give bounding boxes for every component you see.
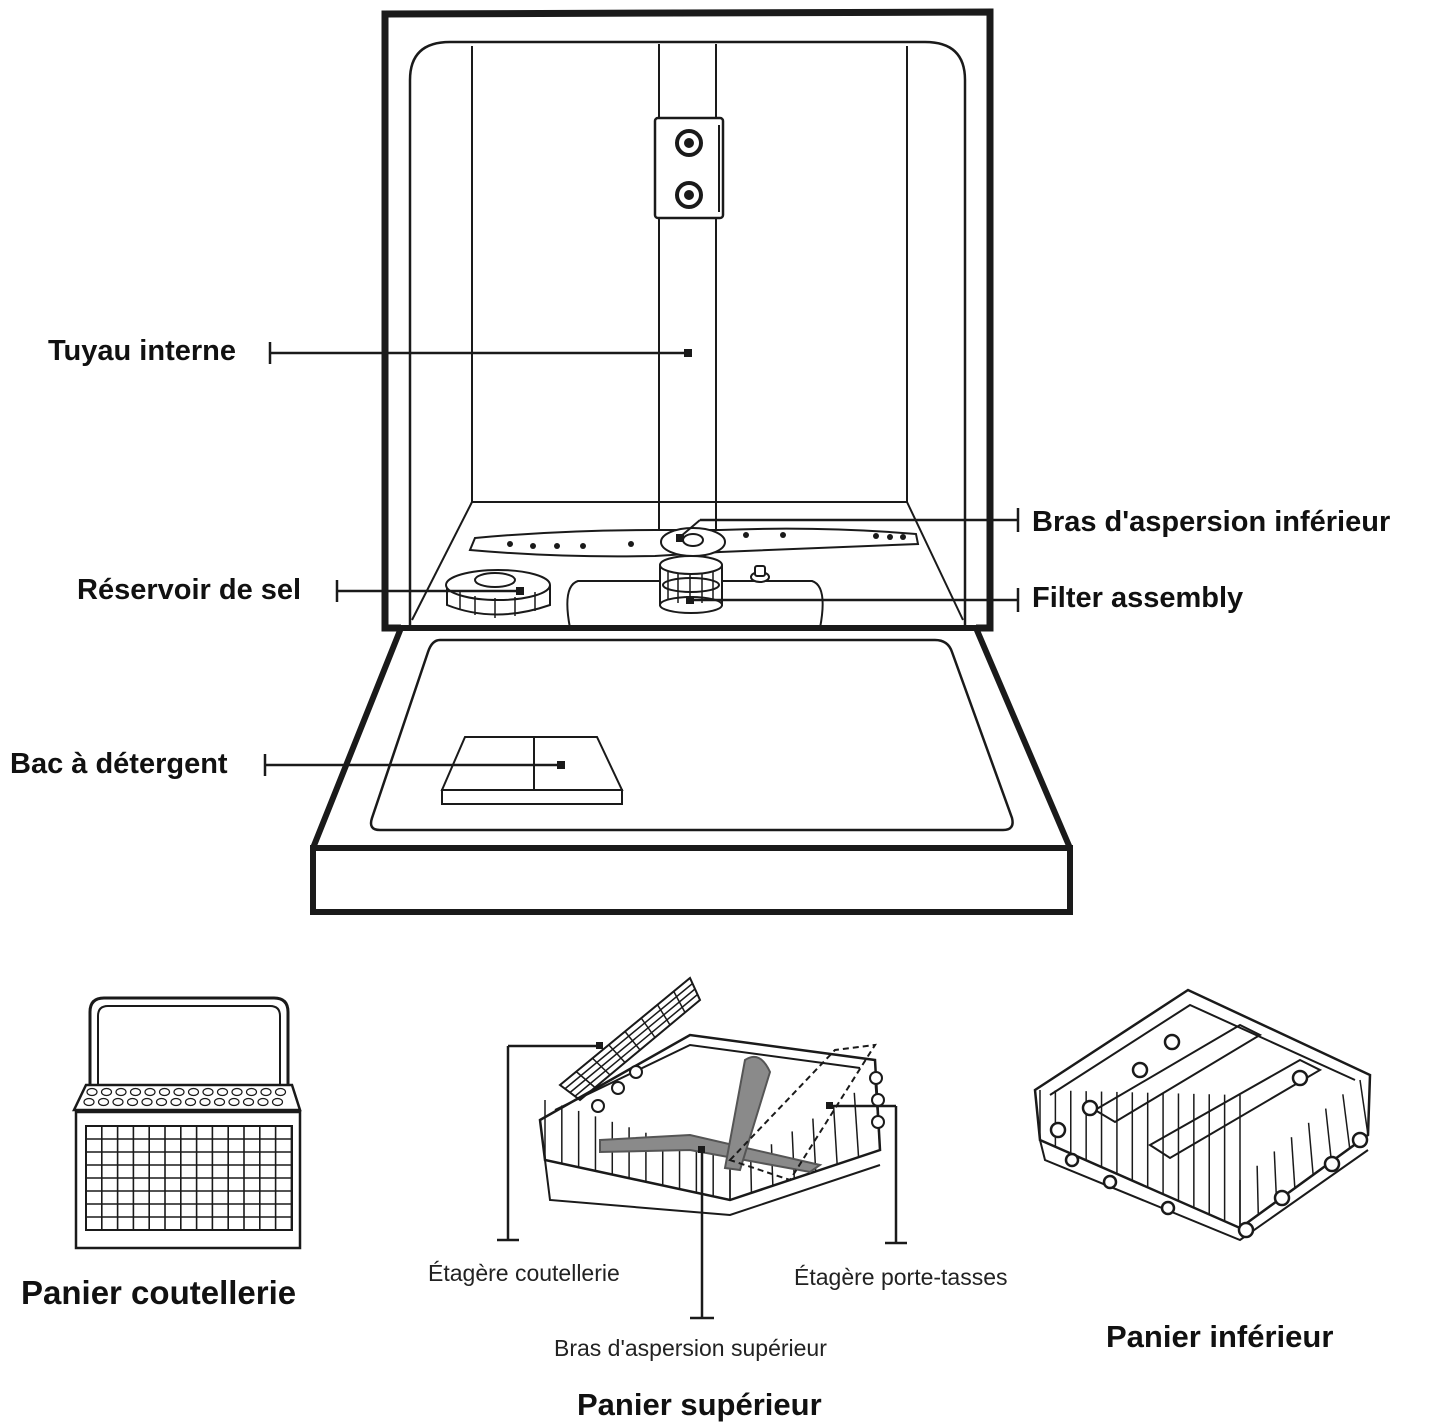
lower-basket xyxy=(1033,988,1372,1242)
wire xyxy=(853,1092,860,1158)
label-bac-a-detergent: Bac à détergent xyxy=(10,748,228,780)
wire xyxy=(574,993,698,1097)
hole xyxy=(257,1097,269,1107)
dishwasher-cabinet xyxy=(381,8,994,632)
wire xyxy=(832,1105,838,1165)
label-etagere-porte-tasses: Étagère porte-tasses xyxy=(794,1264,1008,1290)
hole xyxy=(231,1087,243,1097)
hole xyxy=(158,1087,171,1097)
hole xyxy=(155,1097,168,1107)
wire xyxy=(559,977,691,1086)
internal-pipe xyxy=(653,44,725,530)
hole xyxy=(228,1097,240,1107)
upper-basket-leaders xyxy=(497,1042,907,1320)
label-bras-aspersion-inferieur: Bras d'aspersion inférieur xyxy=(1032,506,1391,538)
hole xyxy=(144,1087,156,1097)
hole xyxy=(112,1097,124,1107)
title-panier-inferieur: Panier inférieur xyxy=(1106,1319,1334,1354)
cutlery-basket xyxy=(72,996,302,1250)
hole xyxy=(216,1087,229,1097)
title-panier-coutellerie: Panier coutellerie xyxy=(21,1274,297,1311)
wire xyxy=(1290,1137,1296,1189)
wire xyxy=(874,1079,881,1151)
wire xyxy=(1307,1122,1314,1175)
dishwasher-door xyxy=(310,625,1073,915)
wire xyxy=(812,1118,817,1172)
hole xyxy=(202,1087,214,1097)
wire xyxy=(749,1157,753,1193)
hole xyxy=(100,1087,113,1097)
hole xyxy=(187,1087,200,1097)
filter-assembly xyxy=(659,555,770,614)
hole xyxy=(86,1087,98,1097)
label-bras-aspersion-superieur: Bras d'aspersion supérieur xyxy=(554,1335,827,1361)
wire xyxy=(1324,1108,1333,1162)
hole xyxy=(97,1097,110,1107)
label-reservoir-de-sel: Réservoir de sel xyxy=(77,574,302,606)
hole xyxy=(170,1097,182,1107)
leader-lines xyxy=(263,342,1020,776)
wire xyxy=(1256,1165,1260,1215)
hole xyxy=(260,1087,272,1097)
cutlery-top-holes xyxy=(83,1087,287,1107)
upper-basket xyxy=(538,976,885,1217)
hole xyxy=(245,1087,258,1097)
title-panier-superieur: Panier supérieur xyxy=(577,1387,822,1422)
wire xyxy=(579,999,701,1101)
salt-reservoir xyxy=(445,569,551,618)
wire xyxy=(1359,1079,1369,1136)
label-tuyau-interne: Tuyau interne xyxy=(48,335,236,367)
hole xyxy=(126,1097,139,1107)
wire xyxy=(564,982,693,1090)
hole xyxy=(242,1097,255,1107)
wire xyxy=(791,1131,796,1179)
hole xyxy=(213,1097,226,1107)
hole xyxy=(271,1097,284,1107)
hole xyxy=(115,1087,127,1097)
wire xyxy=(569,988,696,1094)
hole xyxy=(173,1087,185,1097)
hole xyxy=(141,1097,153,1107)
hole xyxy=(184,1097,197,1107)
lower-spray-arm xyxy=(468,527,920,558)
hole xyxy=(83,1097,95,1107)
label-filter-assembly: Filter assembly xyxy=(1032,582,1244,614)
hole xyxy=(274,1087,287,1097)
wire xyxy=(1342,1094,1351,1149)
detergent-dispenser xyxy=(440,736,624,805)
label-etagere-coutellerie: Étagère coutellerie xyxy=(428,1260,620,1286)
hole xyxy=(129,1087,142,1097)
hole xyxy=(199,1097,211,1107)
